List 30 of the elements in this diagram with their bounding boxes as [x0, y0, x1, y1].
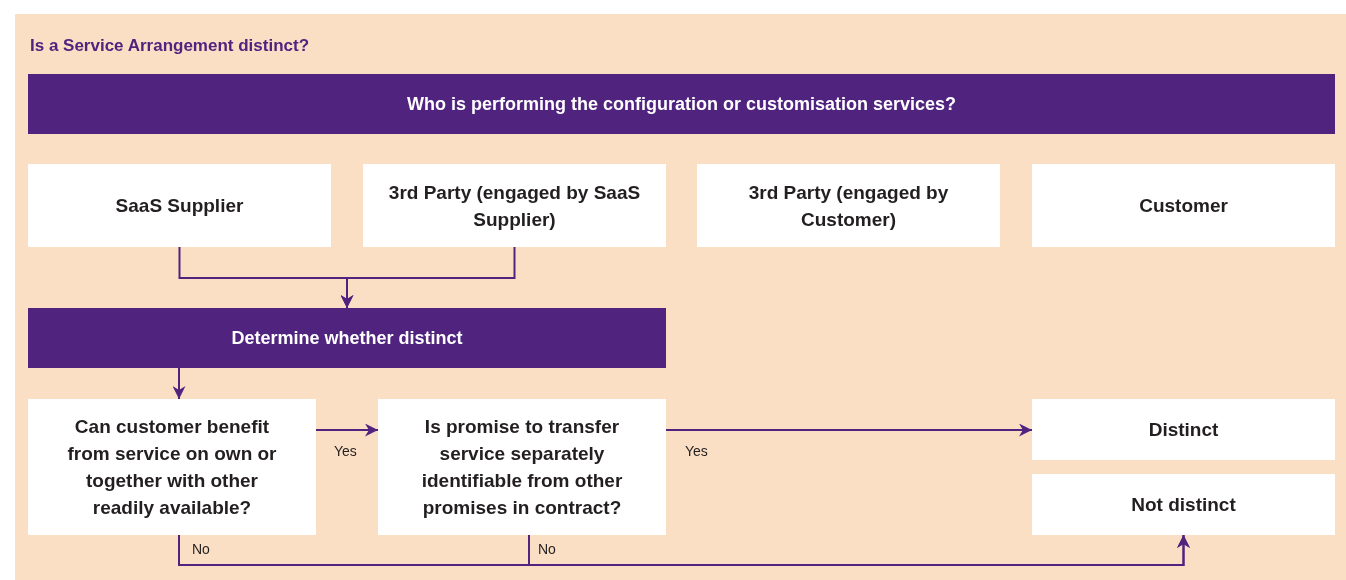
process-box	[363, 164, 666, 247]
header-band	[28, 308, 666, 368]
edge-label: No	[192, 541, 210, 557]
node-text: Who is performing the configuration or customisation services?	[406, 92, 957, 116]
edge-label: Yes	[334, 443, 357, 459]
process-box	[1032, 164, 1335, 247]
node-text: Not distinct	[1131, 493, 1236, 517]
edge-label: No	[538, 541, 556, 557]
node-text: 3rd Party (engaged by Customer)	[747, 180, 950, 232]
node-text: 3rd Party (engaged by SaaS Supplier)	[387, 180, 642, 232]
node-text: Customer	[1139, 194, 1228, 218]
node-text: Can customer benefit from service on own or together with other readily available?	[66, 415, 278, 520]
diagram-title: Is a Service Arrangement distinct?	[30, 36, 310, 56]
connector-arrow	[340, 246, 516, 309]
process-box	[1032, 399, 1335, 460]
process-box	[28, 164, 331, 247]
process-box	[378, 399, 666, 535]
connector-arrow	[665, 423, 1033, 437]
node-text: Determine whether distinct	[231, 326, 463, 350]
process-box	[28, 399, 316, 535]
node-text: Is promise to transfer service separately identifiable from other promises in contract?	[420, 415, 624, 520]
connector-arrow	[315, 423, 379, 437]
node-text: SaaS Supplier	[115, 194, 244, 218]
edge-label: Yes	[685, 443, 708, 459]
connector-arrow	[528, 534, 1190, 566]
connector-arrow	[172, 367, 186, 400]
process-box	[1032, 474, 1335, 535]
process-box	[697, 164, 1000, 247]
node-text: Distinct	[1148, 418, 1219, 442]
header-band	[28, 74, 1335, 134]
